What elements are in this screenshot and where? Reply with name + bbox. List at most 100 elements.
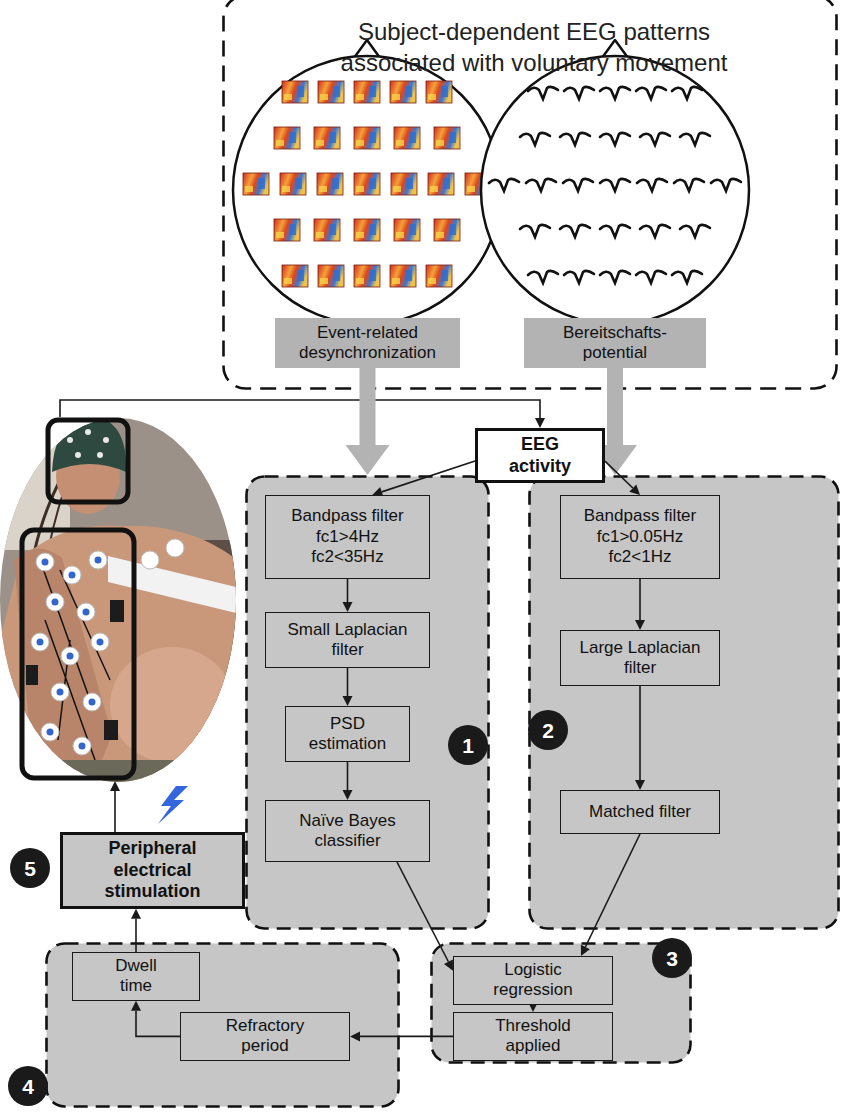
box-text: Logistic regression (474, 960, 592, 1001)
box-text: Bereitschafts- potential (532, 323, 698, 364)
arrowhead (343, 696, 353, 706)
arrowhead (343, 602, 353, 612)
process-box: Refractory period (180, 1012, 350, 1061)
connector-line (639, 686, 641, 780)
connector (605, 461, 640, 495)
stimulation-line (110, 781, 120, 832)
dashed-border (224, 0, 837, 389)
arrowhead (343, 790, 353, 800)
flow-arrow (346, 368, 390, 475)
arrowhead (635, 620, 645, 630)
process-box: Threshold applied (453, 1012, 613, 1061)
process-box: Bandpass filter fc1>0.05Hz fc2<1Hz (560, 495, 720, 579)
process-box: Logistic regression (453, 956, 613, 1005)
arrowhead (131, 909, 141, 919)
callout-number: 3 (652, 938, 692, 978)
connector (397, 862, 453, 971)
arrowhead (350, 1031, 360, 1041)
connector-line (585, 834, 640, 947)
connector-line (136, 1011, 180, 1037)
box-text: Bandpass filter fc1>0.05Hz fc2<1Hz (576, 506, 704, 567)
box-text: Small Laplacian filter (283, 620, 412, 661)
connector (343, 762, 353, 800)
callout-number: 1 (448, 725, 488, 765)
process-box: Small Laplacian filter (265, 612, 430, 668)
connector-line (360, 1036, 453, 1038)
callout-number: 4 (8, 1066, 48, 1106)
pipeline-panel: 2 Bandpass filter fc1>0.05Hz fc2<1HzLarge… (528, 475, 840, 930)
head-frame (48, 420, 128, 502)
process-box: PSD estimation (285, 706, 410, 762)
box-text: Matched filter (589, 802, 691, 822)
box-text: Event-related desynchronization (283, 323, 452, 364)
pipeline-panel: 4Refractory periodDwell time (45, 942, 400, 1108)
box-text: Naïve Bayes classifier (283, 811, 412, 852)
arrowhead (131, 1001, 141, 1011)
box-text: PSD estimation (301, 714, 394, 755)
connector (635, 579, 645, 630)
connector (131, 909, 141, 952)
pipeline-panel: 1 Bandpass filter fc1>4Hz fc2<35HzSmall L… (245, 475, 490, 930)
process-box: Naïve Bayes classifier (265, 800, 430, 862)
output-box: Peripheral electrical stimulation (60, 832, 245, 909)
input-box: EEG activity (475, 428, 605, 483)
connector (581, 834, 640, 956)
connector (350, 1031, 453, 1041)
box-text: Refractory period (208, 1016, 322, 1057)
arm-frame (22, 530, 134, 778)
connector-line (135, 919, 137, 952)
connector (372, 461, 475, 497)
pattern-group: Subject-dependent EEG patterns associate… (222, 0, 838, 390)
box-text: Peripheral electrical stimulation (99, 838, 206, 903)
arrowhead (346, 445, 390, 475)
arrowhead (372, 487, 383, 496)
arrowhead (528, 1002, 538, 1012)
connector (635, 686, 645, 790)
connector-line (607, 368, 623, 445)
box-text: EEG activity (503, 434, 577, 477)
box-text: Dwell time (107, 956, 165, 997)
lightning-symbol (158, 786, 188, 824)
arrowhead (593, 445, 637, 475)
flow-arrow (593, 368, 637, 475)
signal-line (60, 400, 545, 428)
arrowhead (581, 945, 590, 956)
connector (528, 1002, 538, 1012)
head-outline (233, 40, 501, 324)
dashed-border (247, 477, 489, 929)
connector-line (347, 668, 349, 696)
dashed-border (47, 944, 399, 1107)
connector-line (532, 1002, 534, 1005)
erd-maps (243, 81, 491, 287)
callout-number: 5 (10, 848, 50, 888)
connector-line (639, 579, 641, 620)
connector-line (397, 862, 448, 962)
connector-line (360, 368, 376, 445)
box-text: Bandpass filter fc1>4Hz fc2<35Hz (283, 506, 412, 567)
pattern-label: Event-related desynchronization (275, 318, 460, 368)
arrowhead (444, 959, 453, 970)
subject-photo (0, 410, 240, 790)
head-outline (481, 40, 749, 324)
process-box: Bandpass filter fc1>4Hz fc2<35Hz (265, 495, 430, 579)
pipeline-panel: 3Logistic regressionThreshold applied (430, 942, 692, 1064)
callout-number: 2 (528, 710, 568, 750)
connector (343, 579, 353, 612)
process-box: Large Laplacian filter (560, 630, 720, 686)
box-text: Threshold applied (474, 1016, 592, 1057)
connector (131, 1001, 180, 1037)
bp-waveforms (489, 87, 741, 283)
process-box: Dwell time (72, 952, 200, 1001)
box-text: Large Laplacian filter (576, 638, 704, 679)
pattern-label: Bereitschafts- potential (524, 318, 706, 368)
connector-line (382, 461, 475, 492)
arrowhead (629, 484, 640, 495)
process-box: Matched filter (560, 790, 720, 834)
connector-line (347, 579, 349, 602)
arrowhead (635, 780, 645, 790)
group-title: Subject-dependent EEG patterns associate… (319, 16, 749, 78)
dashed-border (530, 477, 839, 929)
connector-line (347, 762, 349, 790)
connector-line (605, 461, 633, 488)
connector (343, 668, 353, 706)
